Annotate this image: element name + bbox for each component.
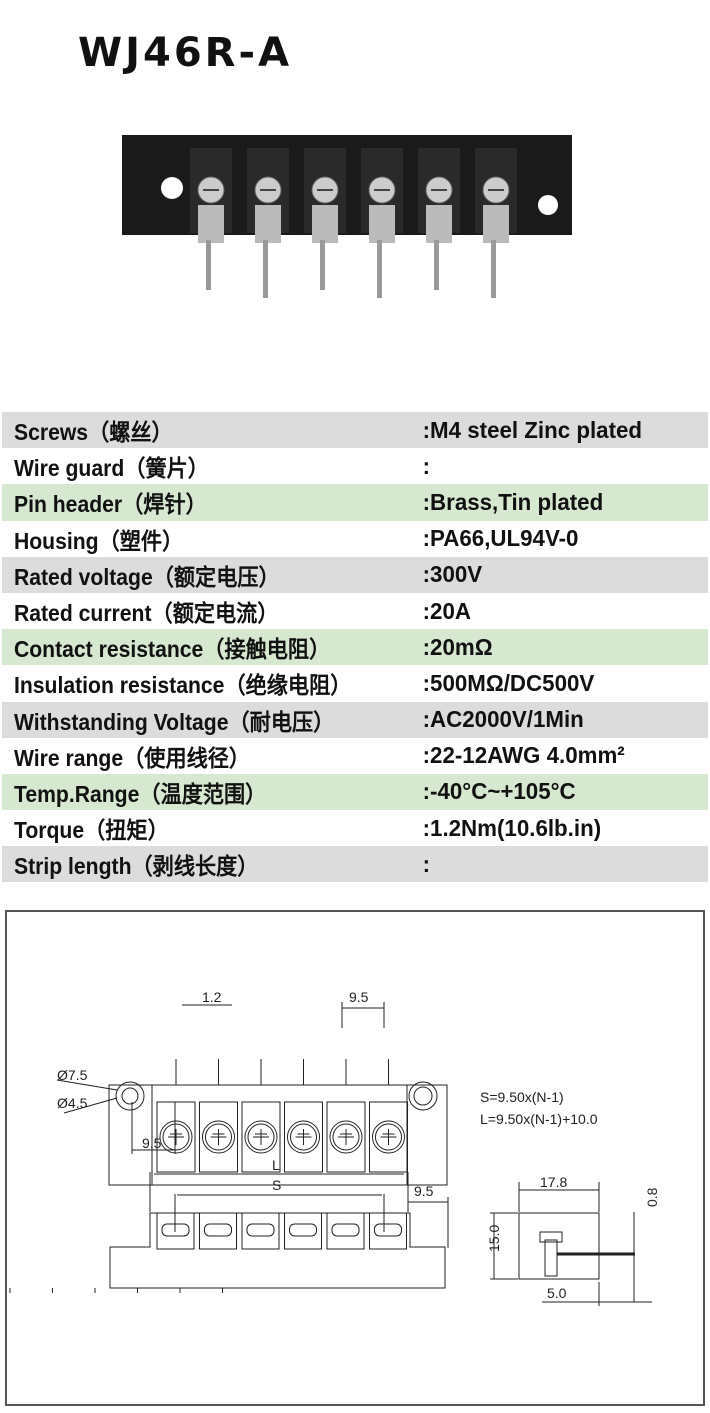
- spec-label: Temp.Range（温度范围）: [13, 780, 267, 807]
- terminal: [418, 148, 460, 290]
- spec-row: Rated voltage（额定电压） :300V: [2, 556, 708, 593]
- spec-value: :AC2000V/1Min: [422, 706, 584, 733]
- dim-pitch-right: 9.5: [414, 1183, 434, 1199]
- spec-row: Pin header（焊针） :Brass,Tin plated: [2, 484, 708, 521]
- dim-hole-outer: Ø7.5: [57, 1067, 88, 1083]
- spec-label: Rated voltage（额定电压）: [13, 563, 280, 590]
- terminal-cell: [137, 1212, 322, 1293]
- spec-row: Strip length（剥线长度）:: [2, 846, 708, 883]
- spec-value: :M4 steel Zinc plated: [422, 416, 643, 443]
- terminal: [361, 148, 403, 298]
- dim-s: S: [272, 1177, 281, 1193]
- dim-hole-inner: Ø4.5: [57, 1095, 88, 1111]
- spec-label: Contact resistance（接触电阻）: [13, 636, 331, 663]
- terminal: [247, 148, 289, 298]
- spec-label: Wire range（使用线径）: [13, 744, 251, 771]
- spec-row: Torque（扭矩） :1.2Nm(10.6lb.in): [2, 810, 708, 847]
- spec-row: Insulation resistance（绝缘电阻） :500MΩ/DC500V: [2, 665, 708, 702]
- spec-row: Wire range（使用线径） :22-12AWG 4.0mm²: [2, 737, 708, 774]
- spec-label: Torque（扭矩）: [13, 817, 169, 844]
- spec-value: :PA66,UL94V-0: [422, 525, 579, 552]
- dim-thickness: 0.8: [644, 1187, 660, 1207]
- spec-row: Wire guard（簧片）:: [2, 448, 708, 485]
- dim-height: 15.0: [486, 1225, 502, 1252]
- spec-label: Wire guard（簧片）: [13, 455, 209, 482]
- terminal-cell: [94, 1212, 280, 1293]
- spec-label: Strip length（剥线长度）: [13, 853, 259, 880]
- product-photo: [122, 135, 572, 298]
- spec-value: :20mΩ: [422, 633, 493, 660]
- terminal: [304, 148, 346, 290]
- terminal-cell: [241, 1059, 281, 1173]
- formula-s: S=9.50x(N-1): [480, 1089, 564, 1105]
- spec-label: Withstanding Voltage（耐电压）: [13, 708, 335, 735]
- terminal: [190, 148, 232, 290]
- spec-row: Withstanding Voltage（耐电压） :AC2000V/1Min: [2, 701, 708, 738]
- spec-row: Temp.Range（温度范围） :-40°C~+105°C: [2, 773, 708, 811]
- spec-value: :500MΩ/DC500V: [422, 669, 595, 696]
- spec-row: Screws（螺丝） :M4 steel Zinc plated: [2, 412, 708, 449]
- terminal-cell: [326, 1059, 366, 1173]
- terminal-cell: [199, 1059, 238, 1173]
- terminal: [475, 148, 517, 298]
- spec-value: :: [422, 452, 431, 479]
- spec-value: :300V: [422, 561, 483, 588]
- dim-l: L: [272, 1157, 280, 1173]
- dimension-drawing: 1.2 9.5 Ø7.5 Ø4.5 9.5 S=9.50x(N-1) L=9.5…: [5, 910, 705, 1406]
- spec-value: :1.2Nm(10.6lb.in): [422, 814, 602, 841]
- spec-value: :: [422, 850, 431, 877]
- spec-value: :-40°C~+105°C: [422, 778, 576, 805]
- terminal-cell: [156, 1059, 196, 1173]
- terminal-cell: [52, 1212, 237, 1293]
- spec-value: :22-12AWG 4.0mm²: [422, 742, 625, 769]
- dim-depth: 17.8: [540, 1174, 567, 1190]
- spec-row: Housing（塑件） :PA66,UL94V-0: [2, 520, 708, 557]
- terminal-cell: [222, 1212, 407, 1293]
- dim-pin-width: 1.2: [202, 989, 222, 1005]
- dim-pitch-left: 9.5: [142, 1135, 162, 1151]
- terminal-cell: [179, 1212, 365, 1293]
- spec-label: Insulation resistance（绝缘电阻）: [13, 672, 352, 699]
- product-title: WJ46R-A: [78, 30, 293, 76]
- spec-label: Housing（塑件）: [13, 527, 184, 554]
- spec-label: Screws（螺丝）: [13, 419, 173, 446]
- terminal-cell: [284, 1059, 323, 1173]
- spec-value: :Brass,Tin plated: [422, 488, 604, 515]
- formula-l: L=9.50x(N-1)+10.0: [480, 1111, 598, 1127]
- spec-row: Contact resistance（接触电阻） :20mΩ: [2, 629, 708, 666]
- spec-label: Pin header（焊针）: [13, 491, 207, 518]
- spec-row: Rated current（额定电流） :20A: [2, 592, 708, 630]
- terminal-cell: [9, 1212, 195, 1293]
- dim-pitch-top: 9.5: [349, 989, 369, 1005]
- terminal-cell: [369, 1059, 408, 1173]
- spec-label: Rated current（额定电流）: [13, 600, 279, 627]
- dim-offset: 5.0: [547, 1285, 567, 1301]
- spec-value: :20A: [422, 597, 471, 624]
